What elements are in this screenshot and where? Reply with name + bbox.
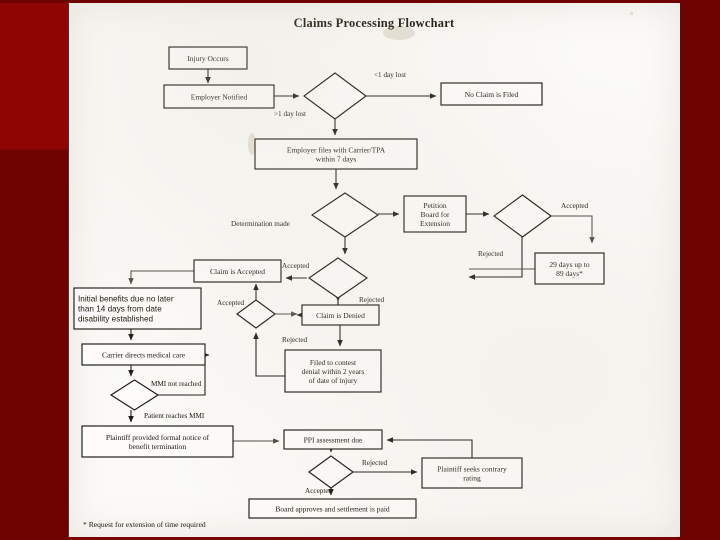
edge-label-lbl_mmi: MMI not reached [151,380,202,388]
process-shape [421,457,523,489]
edge-label-lbl_ppi_rej: Rejected [362,459,388,467]
page-title: Claims Processing Flowchart [294,16,455,30]
node-label: Claim is Accepted [210,267,265,276]
decision-shape [493,194,552,238]
node-label: Claim is Denied [316,311,365,320]
top-red-edge [0,0,720,3]
node-injury: Injury Occurs [168,46,248,70]
process-shape [284,349,382,393]
process-shape [254,138,418,170]
left-red-band [0,0,68,540]
process-shape [193,259,282,283]
decision-shape [109,379,160,411]
node-label: Board approves and settlement is paid [275,504,390,513]
process-shape [73,287,202,330]
node-label: No Claim is Filed [465,90,519,99]
edge-label-lbl_acc2: Accepted [217,299,245,307]
flowchart-canvas: Claims Processing Flowchart [73,12,633,529]
decision-shape [236,299,276,329]
node-dec_mmi [109,379,160,411]
edge-label-lbl_ppi_acc: Accepted [305,487,333,495]
node-label: Injury Occurs [187,54,229,63]
right-red-band [679,0,720,540]
footnote: * Request for extension of time required [83,520,206,529]
node-accepted: Claim is Accepted [193,259,282,283]
node-carrier: Carrier directs medical care [81,343,206,366]
scanned-page: Claims Processing Flowchart [68,3,680,537]
node-noclaim: No Claim is Filed [440,82,543,106]
node-dec_day [303,72,367,120]
flow-edges [128,69,595,496]
decision-shape [303,72,367,120]
node-dec_app [236,299,276,329]
process-shape [440,82,543,106]
edge-label-lbl_ext_rej: Rejected [478,250,504,258]
process-shape [163,84,275,109]
edge-label-lbl_gt1: >1 day lost [274,110,306,118]
decision-shape [307,257,369,299]
decision-shape [308,455,354,489]
node-label: Carrier directs medical care [102,350,186,359]
node-ppi: PPI assessment due [283,429,383,450]
edge-label-lbl_ext_acc: Accepted [561,202,589,210]
edge-label-lbl_patient: Patient reaches MMI [144,412,205,420]
decision-shape [310,192,380,238]
process-shape [81,343,206,366]
node-label: Employer Notified [191,92,248,101]
process-shape [283,429,383,450]
edge-label-lbl_lt1: <1 day lost [374,71,406,79]
node-notified: Employer Notified [163,84,275,109]
edge-label-lbl_rej1: Rejected [359,296,385,304]
process-shape [248,498,417,519]
node-dec_ext [493,194,552,238]
edge-label-lbl_det: Determination made [231,220,290,228]
process-shape [81,425,234,458]
node-dec_ppi [308,455,354,489]
process-shape [403,195,467,233]
edge-label-lbl_acc1: Accepted [282,262,310,270]
node-label: PPI assessment due [304,435,363,444]
process-shape [301,304,380,326]
node-denied: Claim is Denied [301,304,380,326]
node-board: Board approves and settlement is paid [248,498,417,519]
node-dec_acc [307,257,369,299]
edge-label-lbl_rej2: Rejected [282,336,308,344]
process-shape [534,252,605,285]
process-shape [168,46,248,70]
node-dec_det [310,192,380,238]
